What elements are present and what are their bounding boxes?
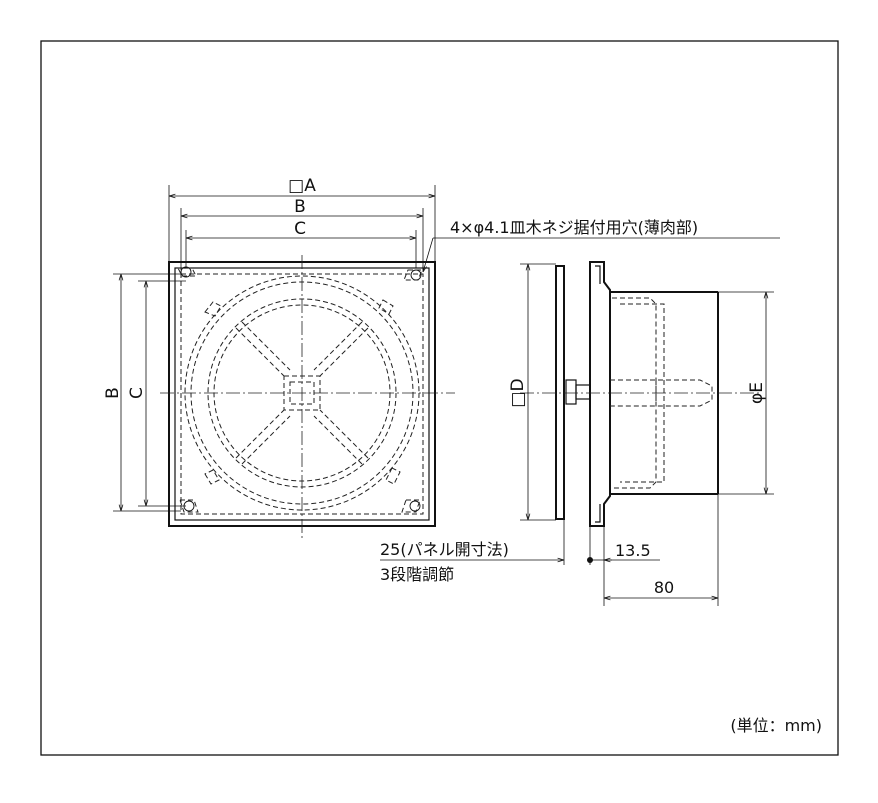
screw-note: 4×φ4.1皿木ネジ据付用穴(薄肉部)	[450, 218, 698, 237]
dim-d-label: □D	[508, 378, 528, 407]
drawing-frame	[40, 40, 839, 756]
dim-c-top-label: C	[294, 219, 306, 239]
mounting-clips	[204, 299, 401, 485]
side-view	[520, 261, 760, 527]
dim-b-top-label: B	[294, 197, 306, 217]
dim-e-label: φE	[747, 382, 767, 404]
diagonal-ribs	[235, 321, 369, 465]
face-panel	[555, 265, 565, 520]
panel-opening-label: 25(パネル開寸法)	[380, 540, 509, 559]
side-dimensions	[380, 263, 774, 606]
flange	[589, 261, 611, 527]
adjust-note: 3段階調節	[380, 565, 454, 584]
dim-c-side-label: C	[127, 387, 147, 399]
screw-hole-top-right	[403, 269, 423, 281]
dim-b-side-label: B	[103, 387, 123, 399]
dim-80-label: 80	[654, 578, 674, 597]
screw-hole-bottom-right	[401, 499, 421, 513]
unit-note: (単位：mm)	[730, 716, 822, 735]
front-view	[160, 255, 455, 540]
front-dimensions	[113, 185, 780, 512]
dim-13-5-label: 13.5	[615, 541, 651, 560]
dim-a-label: □A	[288, 176, 316, 196]
